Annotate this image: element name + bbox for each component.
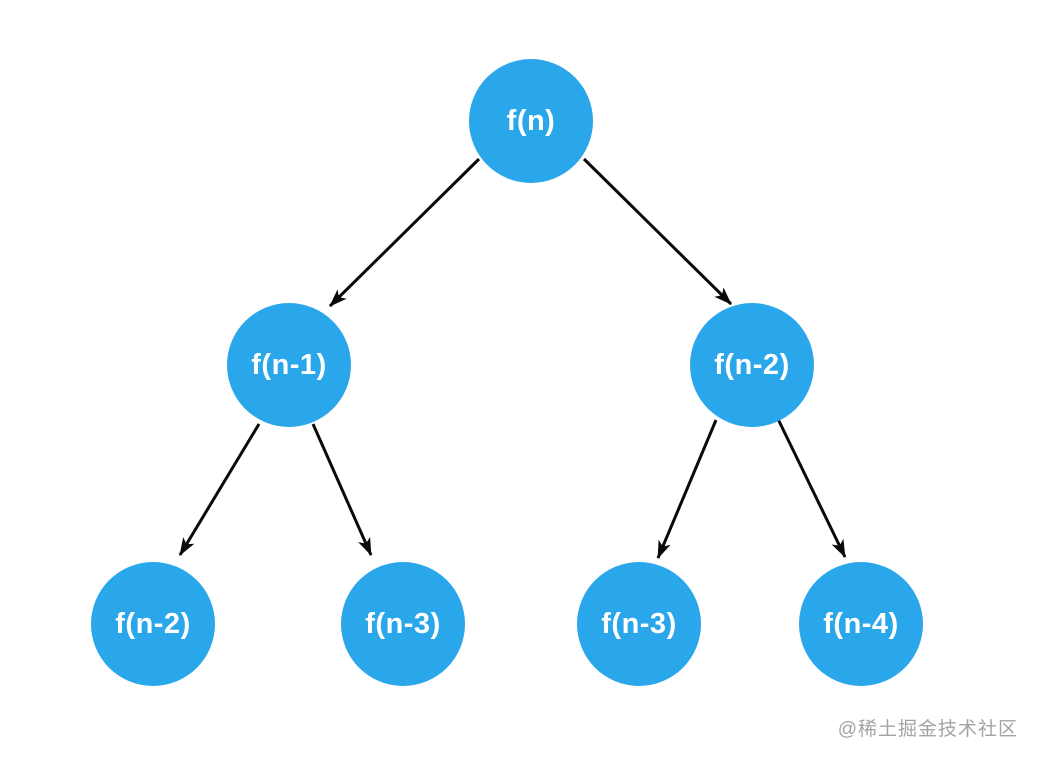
- edge-right-to-right-right: [776, 418, 847, 558]
- node-fn: f(n): [469, 59, 593, 183]
- node-label: f(n-3): [365, 607, 441, 640]
- edge-left-to-left-right: [311, 423, 373, 556]
- node-fn-3-leaf-right: f(n-3): [577, 562, 701, 686]
- node-fn-4-leaf: f(n-4): [799, 562, 923, 686]
- node-fn-2: f(n-2): [690, 303, 814, 427]
- node-label: f(n-2): [115, 607, 191, 640]
- node-label: f(n): [506, 104, 556, 137]
- node-fn-2-leaf: f(n-2): [91, 562, 215, 686]
- node-label: f(n-4): [823, 607, 899, 640]
- watermark: @稀土掘金技术社区: [837, 719, 1018, 740]
- node-fn-1: f(n-1): [227, 303, 351, 427]
- node-fn-3-leaf-left: f(n-3): [341, 562, 465, 686]
- node-label: f(n-2): [714, 348, 790, 381]
- edge-right-to-right-left: [656, 419, 718, 559]
- edge-left-to-left-left: [178, 423, 261, 556]
- edge-root-to-right: [582, 157, 733, 306]
- edge-root-to-left: [328, 157, 481, 308]
- node-label: f(n-3): [601, 607, 677, 640]
- node-label: f(n-1): [251, 348, 327, 381]
